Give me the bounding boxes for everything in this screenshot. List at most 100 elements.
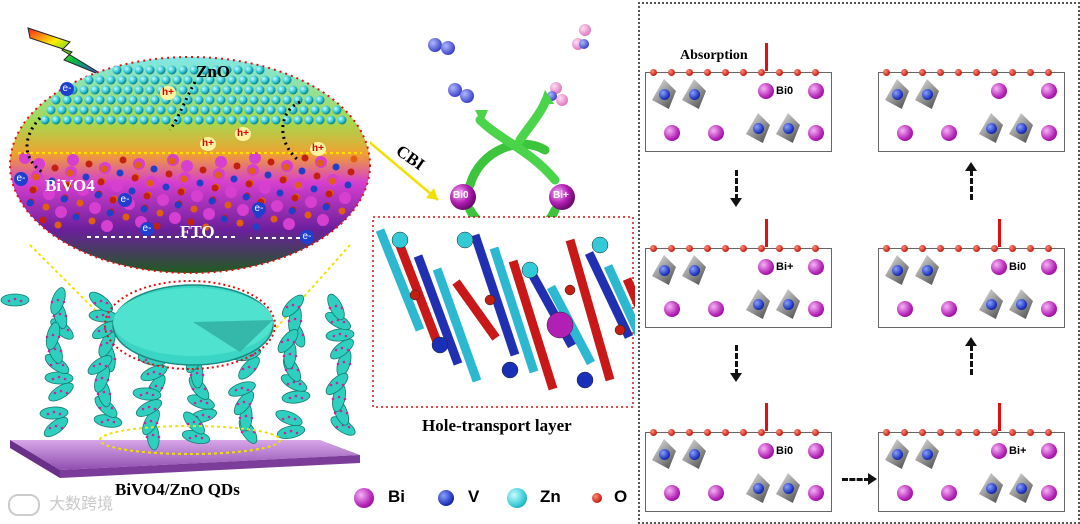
o-atom <box>794 69 801 76</box>
fto-label: FTO <box>180 222 215 241</box>
mechanism-panel <box>638 2 1080 524</box>
o-atom <box>1009 69 1016 76</box>
bi-atom <box>708 485 724 501</box>
bi-atom <box>808 83 824 99</box>
o-atom <box>991 69 998 76</box>
v-atom <box>986 483 997 494</box>
o-atom <box>668 245 675 252</box>
v-atom <box>986 299 997 310</box>
v-atom <box>892 265 903 276</box>
o-atom <box>1009 429 1016 436</box>
o-atom <box>1027 245 1034 252</box>
v-atom <box>753 123 764 134</box>
bi-state-label: Bi0 <box>1009 261 1027 273</box>
arrow-head-icon <box>965 162 977 171</box>
o-atom <box>704 69 711 76</box>
o-atom <box>668 69 675 76</box>
o-atom <box>704 429 711 436</box>
v-legend-icon <box>438 490 454 506</box>
bi-state-label: Bi+ <box>776 261 794 273</box>
o-atom <box>955 245 962 252</box>
bi-state-label: Bi+ <box>1009 445 1027 457</box>
left-illustration <box>0 27 371 478</box>
v-atom <box>783 123 794 134</box>
v-atom <box>922 265 933 276</box>
hole-tag: h+ <box>200 137 216 151</box>
hole-tag: h+ <box>160 86 176 100</box>
o-atom <box>919 69 926 76</box>
o-atom <box>901 245 908 252</box>
legend: Bi V Zn O <box>350 480 635 516</box>
bi-atom <box>1041 83 1057 99</box>
v-legend-label: V <box>468 487 480 506</box>
zno-label: ZnO <box>196 62 231 81</box>
water-molecule <box>572 24 591 50</box>
o-atom <box>1027 69 1034 76</box>
o-atom <box>776 245 783 252</box>
hole-tag: h+ <box>310 142 326 156</box>
bi-atom <box>897 125 913 141</box>
v-atom <box>783 483 794 494</box>
bi-atom <box>897 485 913 501</box>
middle-illustration <box>370 24 635 408</box>
electron-tag: e- <box>252 202 266 216</box>
o-atom <box>955 69 962 76</box>
bi-atom <box>808 125 824 141</box>
bi-atom <box>808 301 824 317</box>
o-atom <box>1045 245 1052 252</box>
o2-molecule <box>448 83 474 103</box>
o-atom <box>740 429 747 436</box>
bi-atom <box>1041 485 1057 501</box>
bi-plus-label: Bi+ <box>553 190 569 201</box>
o-atom <box>937 69 944 76</box>
zn-legend-label: Zn <box>540 487 561 506</box>
o-atom <box>991 245 998 252</box>
adsorption-arrow <box>998 219 1001 247</box>
o-atom <box>812 245 819 252</box>
electron-tag: e- <box>140 222 154 236</box>
bi-atom <box>941 485 957 501</box>
o-atom <box>973 245 980 252</box>
o-atom <box>686 245 693 252</box>
flow-arrow <box>842 478 870 481</box>
bi-atom <box>708 125 724 141</box>
bi-atom <box>758 443 774 459</box>
o-atom <box>883 69 890 76</box>
o2-molecule <box>428 38 455 55</box>
o-atom <box>704 245 711 252</box>
bi-atom <box>1041 259 1057 275</box>
o-atom <box>776 69 783 76</box>
left-panel: ZnO BiVO4 FTO e- h+ h+ h+ h+ e- e- e- e-… <box>0 0 375 524</box>
o-atom <box>812 429 819 436</box>
o-atom <box>758 429 765 436</box>
o-atom <box>1027 429 1034 436</box>
v-atom <box>1016 483 1027 494</box>
o-atom <box>883 429 890 436</box>
bi-atom <box>808 485 824 501</box>
o-atom <box>650 429 657 436</box>
o-atom <box>901 429 908 436</box>
o-atom <box>794 245 801 252</box>
v-atom <box>1016 299 1027 310</box>
bi-atom <box>808 443 824 459</box>
adsorption-arrow <box>765 43 768 71</box>
o-atom <box>1009 245 1016 252</box>
fto-substrate <box>10 440 360 470</box>
middle-panel: CBI Bi0 Bi+ Hole-transport layer <box>370 0 635 524</box>
v-atom <box>659 449 670 460</box>
watermark-icon <box>8 493 40 516</box>
v-atom <box>689 89 700 100</box>
v-atom <box>659 89 670 100</box>
bi-atom <box>808 259 824 275</box>
bi-atom <box>664 485 680 501</box>
v-atom <box>922 89 933 100</box>
o-atom <box>991 429 998 436</box>
bi-atom <box>941 125 957 141</box>
adsorption-arrow <box>765 219 768 247</box>
hole-tag: h+ <box>235 127 251 141</box>
bi-atom <box>1041 301 1057 317</box>
adsorption-arrow <box>765 403 768 431</box>
bi-atom <box>1041 125 1057 141</box>
bi-state-label: Bi0 <box>776 445 794 457</box>
bi-atom <box>991 443 1007 459</box>
